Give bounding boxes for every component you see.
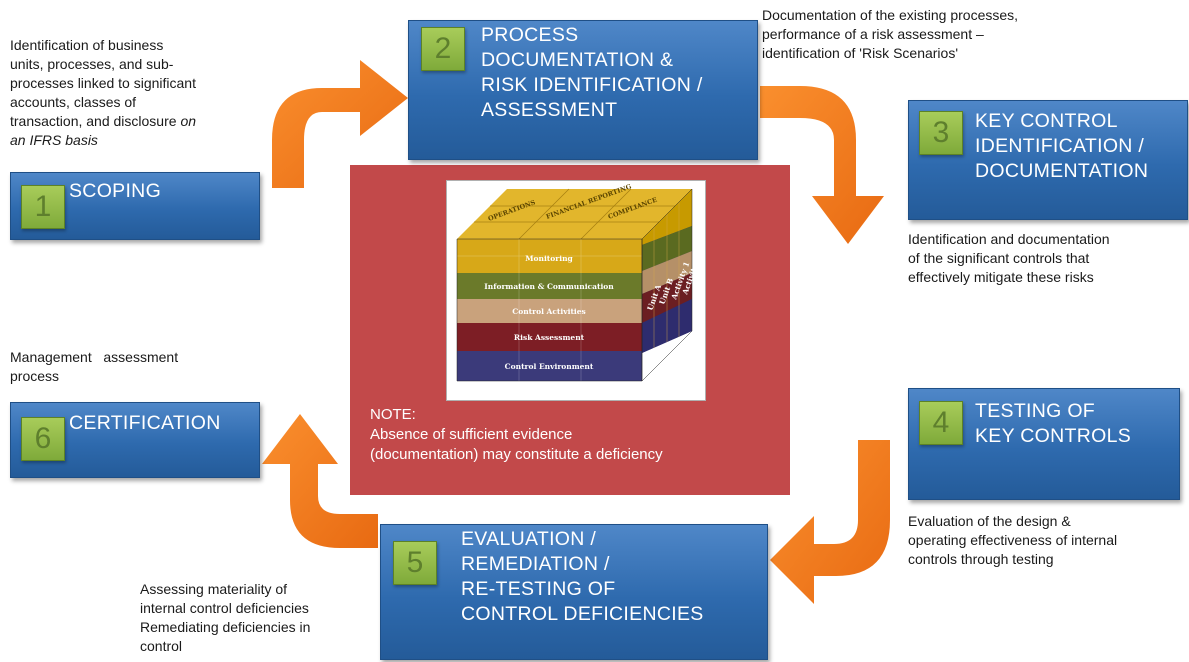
step-box-testing-key-controls: 4 TESTING OF KEY CONTROLS bbox=[908, 388, 1180, 500]
arrow-2-to-3 bbox=[760, 86, 884, 244]
note-text: NOTE: Absence of sufficient evidence (do… bbox=[370, 405, 770, 465]
step-title: KEY CONTROL IDENTIFICATION / DOCUMENTATI… bbox=[975, 109, 1148, 184]
step-title-line: CONTROL DEFICIENCIES bbox=[461, 603, 704, 625]
desc-line: an IFRS basis bbox=[10, 131, 196, 150]
desc-line: identification of 'Risk Scenarios' bbox=[762, 45, 958, 61]
step-number-badge: 2 bbox=[421, 27, 465, 71]
desc-line: transaction, and disclosure on bbox=[10, 112, 196, 131]
cube-top-face bbox=[457, 189, 692, 239]
desc-line: Documentation of the existing processes, bbox=[762, 7, 1019, 23]
desc-line: accounts, classes of bbox=[10, 94, 137, 110]
step-title: TESTING OF KEY CONTROLS bbox=[975, 399, 1131, 449]
step-title-line: SCOPING bbox=[69, 180, 162, 202]
desc-line-text: transaction, and disclosure bbox=[10, 113, 177, 129]
step-title-line: CERTIFICATION bbox=[69, 412, 221, 434]
step-title-line: EVALUATION / bbox=[461, 528, 597, 550]
step-number-badge: 5 bbox=[393, 541, 437, 585]
step-title: PROCESS DOCUMENTATION & RISK IDENTIFICAT… bbox=[481, 23, 703, 123]
step5-description: Assessing materiality of internal contro… bbox=[140, 580, 310, 656]
desc-line: Management assessment bbox=[10, 349, 179, 365]
step-box-key-control-identification: 3 KEY CONTROL IDENTIFICATION / DOCUMENTA… bbox=[908, 100, 1188, 220]
step-title-line: RISK IDENTIFICATION / bbox=[481, 74, 703, 96]
step-title: CERTIFICATION bbox=[69, 411, 221, 436]
cube-layer-label: Monitoring bbox=[525, 254, 573, 263]
arrow-4-to-5 bbox=[770, 440, 890, 604]
desc-line: process bbox=[10, 368, 60, 384]
step3-description: Identification and documentation of the … bbox=[908, 230, 1110, 287]
step-title-line: ASSESSMENT bbox=[481, 99, 618, 121]
step6-description: Management assessment process bbox=[10, 348, 178, 386]
desc-line: performance of a risk assessment – bbox=[762, 26, 984, 42]
step-number-badge: 3 bbox=[919, 111, 963, 155]
step-box-evaluation-remediation: 5 EVALUATION / REMEDIATION / RE-TESTING … bbox=[380, 524, 768, 660]
cube-layer-label: Control Environment bbox=[505, 362, 594, 371]
arrow-1-to-2 bbox=[272, 60, 408, 188]
desc-line: controls through testing bbox=[908, 551, 1054, 567]
step-box-process-documentation: 2 PROCESS DOCUMENTATION & RISK IDENTIFIC… bbox=[408, 20, 758, 160]
step-title-line: DOCUMENTATION bbox=[975, 160, 1149, 182]
step-title-line: REMEDIATION / bbox=[461, 553, 610, 575]
desc-line: Evaluation of the design & bbox=[908, 513, 1071, 529]
cube-layer-label: Control Activities bbox=[512, 307, 586, 316]
note-line: (documentation) may constitute a deficie… bbox=[370, 446, 663, 463]
step1-description: Identification of business units, proces… bbox=[10, 36, 196, 150]
cube-layer-label: Risk Assessment bbox=[514, 333, 585, 342]
step-title-line: DOCUMENTATION & bbox=[481, 49, 674, 71]
step4-description: Evaluation of the design & operating eff… bbox=[908, 512, 1117, 569]
desc-line: of the significant controls that bbox=[908, 250, 1090, 266]
step2-description: Documentation of the existing processes,… bbox=[762, 6, 1018, 63]
desc-line: Identification and documentation bbox=[908, 231, 1110, 247]
note-panel: OPERATIONS FINANCIAL REPORTING COMPLIANC… bbox=[350, 165, 790, 495]
desc-line: Remediating deficiencies in bbox=[140, 619, 311, 635]
desc-line: processes linked to significant bbox=[10, 75, 196, 91]
step-title-line: TESTING OF bbox=[975, 400, 1095, 422]
step-number-badge: 1 bbox=[21, 185, 65, 229]
desc-line: Assessing materiality of bbox=[140, 581, 288, 597]
step-title-line: KEY CONTROLS bbox=[975, 425, 1132, 447]
desc-line: Identification of business bbox=[10, 37, 164, 53]
step-title: EVALUATION / REMEDIATION / RE-TESTING OF… bbox=[461, 527, 704, 627]
step-box-certification: 6 CERTIFICATION bbox=[10, 402, 260, 478]
step-box-scoping: 1 SCOPING bbox=[10, 172, 260, 240]
note-line: Absence of sufficient evidence bbox=[370, 426, 573, 443]
note-heading: NOTE: bbox=[370, 406, 416, 423]
step-number-badge: 6 bbox=[21, 417, 65, 461]
step-title: SCOPING bbox=[69, 179, 161, 204]
step-number-badge: 4 bbox=[919, 401, 963, 445]
step-title-line: IDENTIFICATION / bbox=[975, 135, 1145, 157]
desc-emphasis: on bbox=[180, 113, 197, 129]
desc-line: operating effectiveness of internal bbox=[908, 532, 1118, 548]
desc-emphasis: an IFRS basis bbox=[10, 132, 98, 148]
step-title-line: KEY CONTROL bbox=[975, 110, 1118, 132]
desc-line: effectively mitigate these risks bbox=[908, 269, 1094, 285]
desc-line: internal control deficiencies bbox=[140, 600, 309, 616]
coso-cube-image: OPERATIONS FINANCIAL REPORTING COMPLIANC… bbox=[446, 180, 706, 401]
desc-line: control bbox=[140, 638, 183, 654]
arrow-5-to-6 bbox=[262, 414, 378, 548]
step-title-line: PROCESS bbox=[481, 24, 579, 46]
step-title-line: RE-TESTING OF bbox=[461, 578, 616, 600]
desc-line: units, processes, and sub- bbox=[10, 56, 174, 72]
cube-layer-label: Information & Communication bbox=[484, 282, 614, 291]
